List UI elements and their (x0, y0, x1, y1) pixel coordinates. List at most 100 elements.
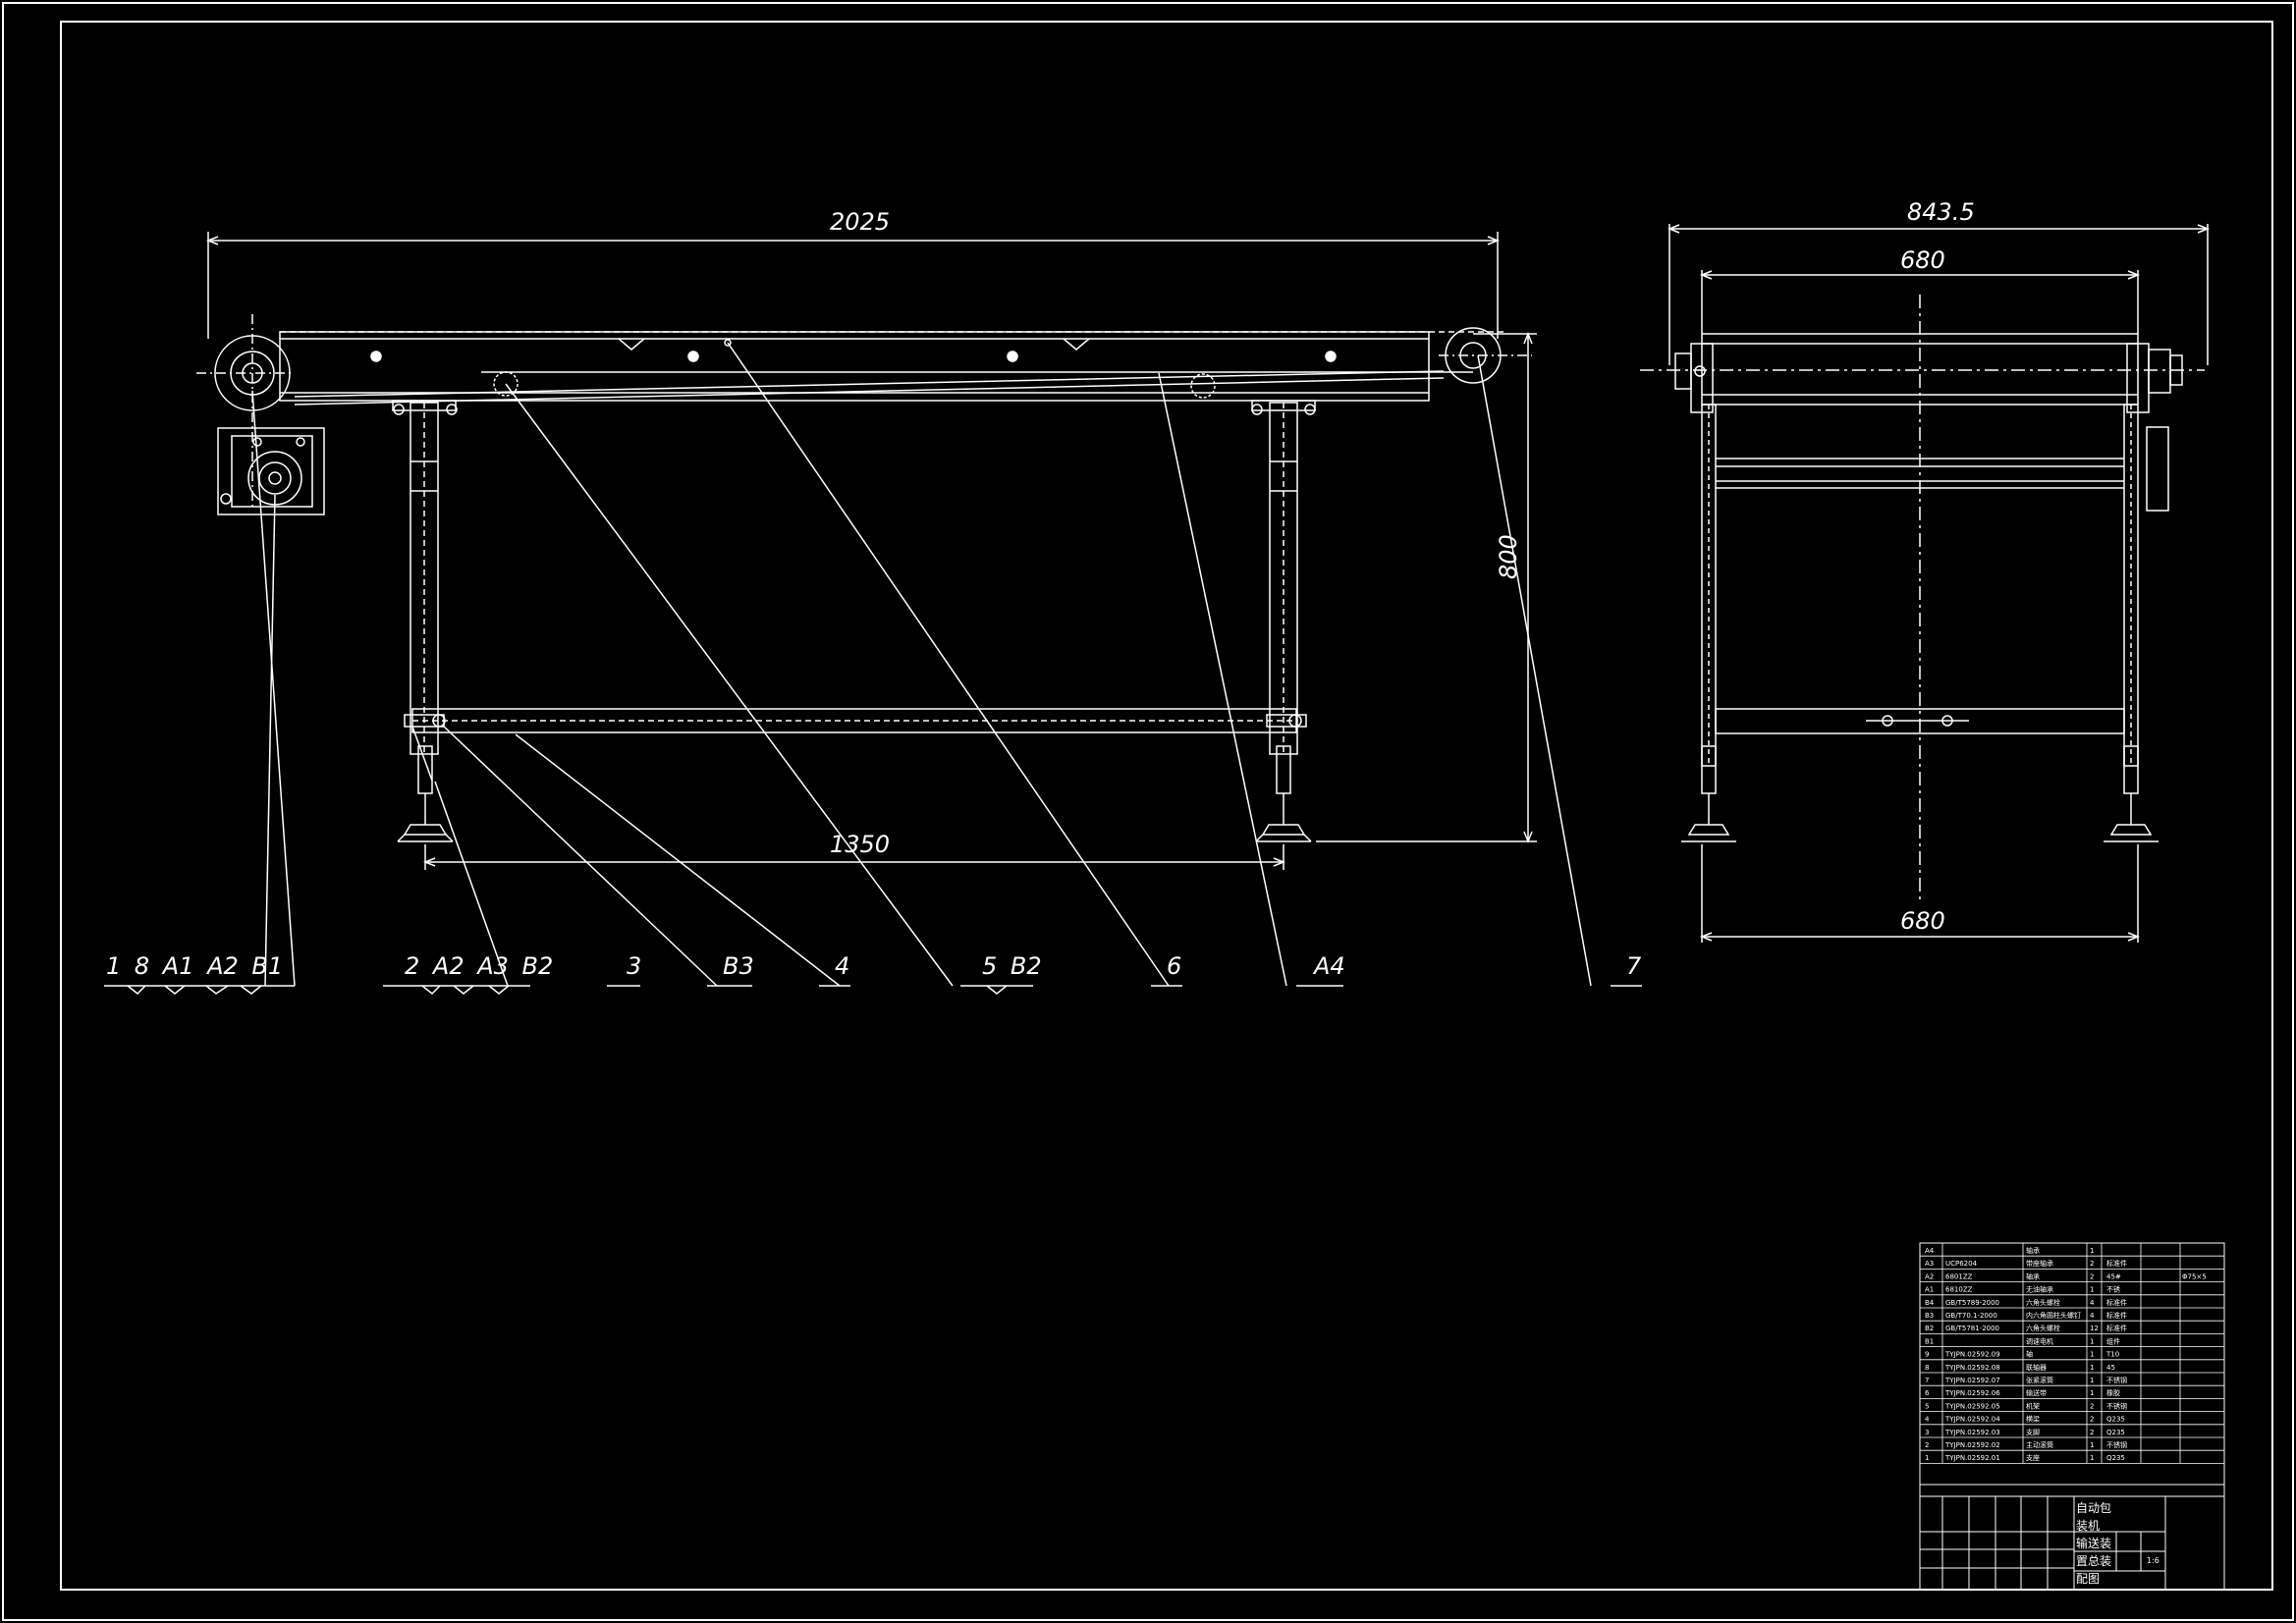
bom-cell-name: 机架 (2026, 1401, 2040, 1410)
callout-label: 4 (835, 952, 850, 980)
bom-cell-qty: 1 (2090, 1247, 2094, 1255)
bom-cell-no: 5 (1925, 1402, 1929, 1410)
bom-cell-note: Φ75×5 (2182, 1272, 2207, 1280)
bom-cell-no: B2 (1925, 1325, 1934, 1332)
bom-cell-code: TYJPN.02592.01 (1944, 1454, 2000, 1462)
bom-cell-material: 不锈 (2106, 1285, 2120, 1294)
bom-cell-no: B1 (1925, 1337, 1934, 1345)
bom-cell-qty: 1 (2090, 1389, 2094, 1397)
bom-cell-name: 带座轴承 (2026, 1259, 2053, 1268)
bom-cell-name: 六角头螺栓 (2026, 1324, 2060, 1332)
bom-cell-code: GB/T70.1-2000 (1945, 1312, 1997, 1320)
bom-cell-name: 输送带 (2026, 1388, 2047, 1397)
bom-cell-name: 轴承 (2026, 1246, 2040, 1255)
title-line: 装机 (2076, 1519, 2101, 1533)
callout-label: 2 A2 A3 B2 (405, 952, 554, 980)
bom-cell-name: 轴承 (2026, 1271, 2040, 1280)
bom-cell-material: 标准件 (2106, 1324, 2127, 1332)
bom-cell-no: 8 (1925, 1364, 1929, 1372)
bom-cell-qty: 2 (2090, 1260, 2094, 1268)
bom-cell-material: Q235 (2106, 1416, 2125, 1424)
bom-cell-material: 不锈钢 (2106, 1440, 2127, 1449)
bom-cell-name: 内六角圆柱头螺钉 (2026, 1311, 2081, 1320)
bom-cell-no: 3 (1925, 1429, 1929, 1436)
bom-cell-name: 六角头螺栓 (2026, 1298, 2060, 1307)
bom-cell-no: 1 (1925, 1454, 1929, 1462)
bom-cell-material: 标准件 (2106, 1298, 2127, 1307)
bom-cell-no: 9 (1925, 1351, 1929, 1359)
dim-side-bottom: 680 (1900, 907, 1945, 935)
bom-cell-code: TYJPN.02592.04 (1944, 1416, 2000, 1424)
scale-value: 1:6 (2147, 1556, 2159, 1565)
bom-cell-material: Q235 (2106, 1454, 2125, 1462)
title-line: 置总装 (2076, 1554, 2112, 1568)
bom-cell-material: 组件 (2106, 1336, 2120, 1345)
bom-cell-name: 无油轴承 (2026, 1285, 2053, 1294)
callout-label: 6 (1167, 952, 1182, 980)
bom-cell-no: 7 (1925, 1377, 1929, 1384)
bom-cell-code: UCP6204 (1945, 1260, 1978, 1268)
bom-cell-qty: 4 (2090, 1299, 2095, 1307)
bom-cell-qty: 4 (2090, 1312, 2095, 1320)
bom-cell-no: A1 (1925, 1286, 1934, 1294)
bom-cell-qty: 1 (2090, 1377, 2094, 1384)
bom-cell-no: 6 (1925, 1389, 1930, 1397)
bom-cell-code: TYJPN.02592.06 (1944, 1389, 2000, 1397)
bom-cell-qty: 1 (2090, 1351, 2094, 1359)
callout-label: A4 (1314, 952, 1345, 980)
title-line: 配图 (2076, 1572, 2101, 1586)
dim-leg-span: 1350 (830, 831, 891, 858)
bom-cell-no: A4 (1925, 1247, 1935, 1255)
bom-cell-no: A3 (1925, 1260, 1934, 1268)
bom-cell-no: B4 (1925, 1299, 1935, 1307)
bom-cell-code: TYJPN.02592.02 (1944, 1441, 2000, 1449)
bom-cell-qty: 2 (2090, 1416, 2094, 1424)
bom-cell-qty: 2 (2090, 1402, 2094, 1410)
bom-cell-code: TYJPN.02592.03 (1944, 1429, 2000, 1436)
bom-cell-qty: 1 (2090, 1454, 2094, 1462)
bom-cell-code: GB/T5781-2000 (1945, 1325, 1999, 1332)
side-view (1640, 224, 2211, 943)
dim-height: 800 (1495, 534, 1522, 579)
bom-cell-qty: 12 (2090, 1325, 2099, 1332)
bom-cell-name: 联轴器 (2026, 1363, 2047, 1372)
bom-cell-no: 4 (1925, 1416, 1930, 1424)
bom-cell-code: TYJPN.02592.05 (1944, 1402, 2000, 1410)
callout-label: 3 (627, 952, 642, 980)
bom-cell-code: TYJPN.02592.09 (1944, 1351, 2000, 1359)
bom-cell-qty: 1 (2090, 1337, 2094, 1345)
bom-cell-code: GB/T5789-2000 (1945, 1299, 1999, 1307)
bom-cell-code: 6801ZZ (1945, 1272, 1973, 1280)
bom-cell-qty: 2 (2090, 1429, 2094, 1436)
inner-frame (60, 21, 2273, 1591)
callout-label: 7 (1626, 952, 1642, 980)
bom-cell-code: TYJPN.02592.08 (1944, 1364, 2000, 1372)
title-line: 输送装 (2076, 1537, 2112, 1550)
bom-cell-material: Q235 (2106, 1429, 2125, 1436)
bom-cell-no: B3 (1925, 1312, 1934, 1320)
bom-cell-qty: 1 (2090, 1441, 2094, 1449)
bom-cell-qty: 1 (2090, 1364, 2094, 1372)
dim-overall-length: 2025 (830, 208, 891, 236)
bom-cell-name: 轴 (2026, 1350, 2033, 1359)
dim-side-overall: 843.5 (1907, 198, 1975, 226)
bom-cell-name: 支座 (2026, 1453, 2040, 1462)
bom-cell-material: 橡胶 (2106, 1388, 2120, 1397)
dim-side-top: 680 (1900, 246, 1945, 274)
bom-cell-name: 横梁 (2026, 1415, 2040, 1424)
bom-cell-no: 2 (1925, 1441, 1929, 1449)
bom-cell-qty: 2 (2090, 1272, 2094, 1280)
bom-cell-material: 不锈钢 (2106, 1401, 2127, 1410)
bom-cell-name: 支脚 (2026, 1428, 2040, 1436)
bom-cell-material: 标准件 (2106, 1259, 2127, 1268)
bom-cell-material: 不锈钢 (2106, 1376, 2127, 1384)
title-line: 自动包 (2076, 1501, 2112, 1515)
bom-cell-name: 主动滚筒 (2026, 1440, 2053, 1449)
bom-cell-qty: 1 (2090, 1286, 2094, 1294)
bom-cell-material: 45# (2106, 1272, 2121, 1280)
callout-label: 1 8 A1 A2 B1 (106, 952, 284, 980)
bom-cell-material: 标准件 (2106, 1311, 2127, 1320)
